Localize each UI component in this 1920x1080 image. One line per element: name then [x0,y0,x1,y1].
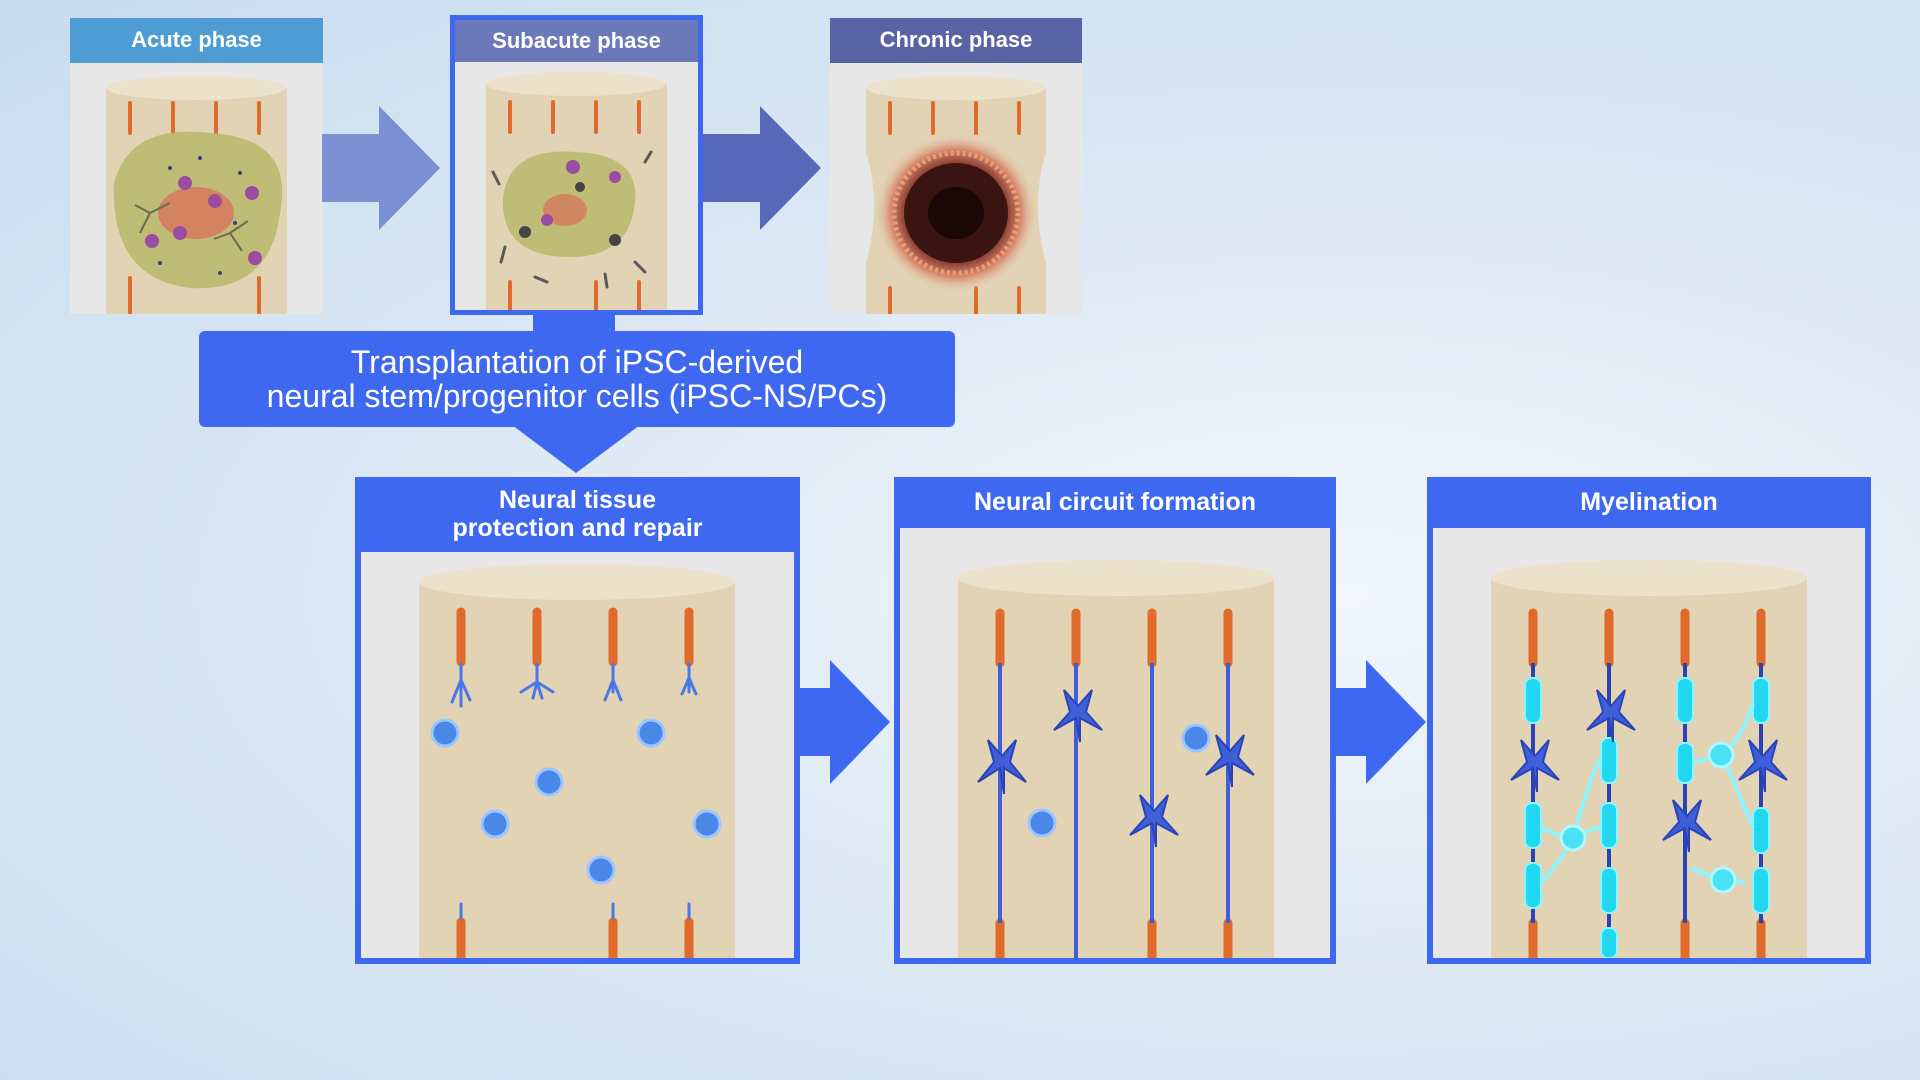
circuit-formation-illustration [900,528,1330,958]
subacute-phase-label: Subacute phase [492,27,661,53]
right-arrow-icon [798,660,890,784]
circuit-formation-header: Neural circuit formation [894,477,1336,528]
right-arrow-icon [703,106,821,230]
chronic-phase-header: Chronic phase [830,18,1082,63]
tissue-protection-header: Neural tissue protection and repair [355,477,800,552]
circuit-formation-panel: Neural circuit formation [894,477,1336,964]
myelination-spinal-cord-icon [1491,560,1807,958]
chronic-phase-label: Chronic phase [879,27,1033,53]
acute-phase-header: Acute phase [70,18,323,63]
tissue-protection-illustration [361,552,794,958]
myelination-panel: Myelination [1427,477,1871,964]
right-arrow-icon [1334,660,1426,784]
transplantation-line1: Transplantation of iPSC-derived [350,344,804,380]
transplantation-box: Transplantation of iPSC-derived neural s… [199,331,955,427]
subacute-phase-illustration [455,62,698,310]
tissue-protection-panel: Neural tissue protection and repair [355,477,800,964]
tissue-protection-line1: Neural tissue [498,486,656,514]
tissue-protection-spinal-cord-icon [419,564,735,958]
acute-phase-label: Acute phase [131,27,262,53]
circuit-formation-label: Neural circuit formation [974,487,1256,516]
myelination-label: Myelination [1580,487,1718,516]
acute-phase-illustration [70,63,323,314]
subacute-phase-panel: Subacute phase [450,15,703,315]
myelination-illustration [1433,528,1865,958]
subacute-phase-header: Subacute phase [455,20,698,62]
tissue-protection-line2: protection and repair [452,513,703,542]
chronic-phase-illustration [830,63,1082,314]
acute-phase-panel: Acute phase [70,18,323,314]
right-arrow-icon [322,106,440,230]
acute-spinal-cord-icon [106,76,287,314]
down-arrow-icon [512,425,640,473]
chronic-spinal-cord-icon [866,76,1046,314]
transplant-connector [533,312,615,334]
transplantation-line2: neural stem/progenitor cells (iPSC-NS/PC… [266,378,888,414]
myelination-header: Myelination [1427,477,1871,528]
circuit-formation-spinal-cord-icon [958,560,1274,958]
chronic-phase-panel: Chronic phase [830,18,1082,314]
subacute-spinal-cord-icon [486,72,667,310]
